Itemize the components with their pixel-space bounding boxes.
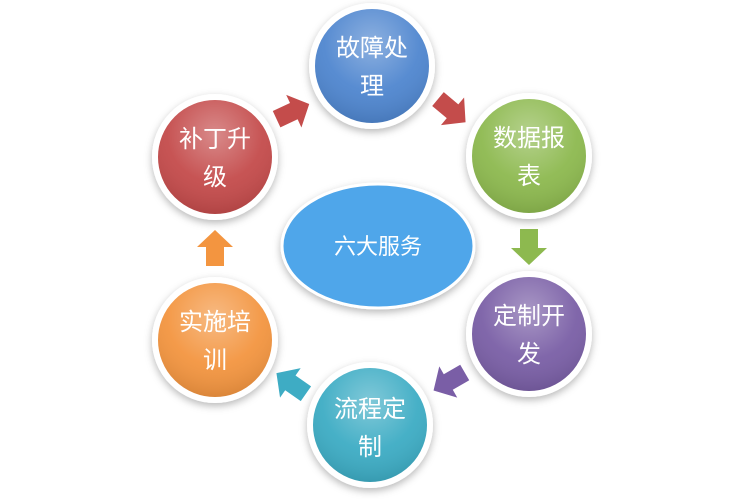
node-process-customization-shine — [313, 368, 427, 482]
center-ellipse — [280, 182, 476, 310]
node-custom-development-line2: 发 — [517, 340, 541, 368]
arrow-process-customization-to-implementation-training — [276, 368, 312, 402]
arrow-implementation-training-to-patch-upgrade — [197, 230, 233, 266]
node-custom-development-shine — [472, 277, 586, 391]
node-process-customization-line2: 制 — [358, 433, 382, 461]
arrow-custom-development-to-process-customization — [433, 364, 470, 398]
node-patch-upgrade-line1: 补丁升 — [179, 125, 251, 153]
node-data-reports: 数据报 表 — [466, 93, 592, 219]
node-implementation-training-line1: 实施培 — [179, 308, 251, 336]
node-custom-development-line1: 定制开 — [493, 302, 565, 330]
node-patch-upgrade: 补丁升 级 — [152, 94, 278, 220]
node-implementation-training-shine — [158, 283, 272, 397]
arrow-data-reports-to-custom-development — [511, 229, 547, 265]
node-process-customization-line1: 流程定 — [334, 395, 406, 423]
center-node: 六大服务 — [280, 182, 476, 310]
node-fault-handling: 故障处 理 — [309, 3, 435, 129]
node-fault-handling-line2: 理 — [360, 72, 384, 100]
arrow-patch-upgrade-to-fault-handling — [272, 94, 310, 128]
node-patch-upgrade-line2: 级 — [203, 163, 227, 191]
node-fault-handling-shine — [315, 9, 429, 123]
node-implementation-training-line2: 训 — [203, 346, 227, 374]
node-custom-development: 定制开 发 — [466, 271, 592, 397]
connector-arrows — [197, 92, 547, 402]
node-data-reports-line2: 表 — [517, 162, 541, 190]
center-label: 六大服务 — [334, 235, 422, 260]
node-data-reports-shine — [472, 99, 586, 213]
arrow-fault-handling-to-data-reports — [432, 92, 466, 126]
node-process-customization: 流程定 制 — [307, 362, 433, 488]
node-fault-handling-line1: 故障处 — [336, 34, 408, 62]
node-implementation-training: 实施培 训 — [152, 277, 278, 403]
node-patch-upgrade-shine — [158, 100, 272, 214]
node-data-reports-line1: 数据报 — [493, 124, 565, 152]
